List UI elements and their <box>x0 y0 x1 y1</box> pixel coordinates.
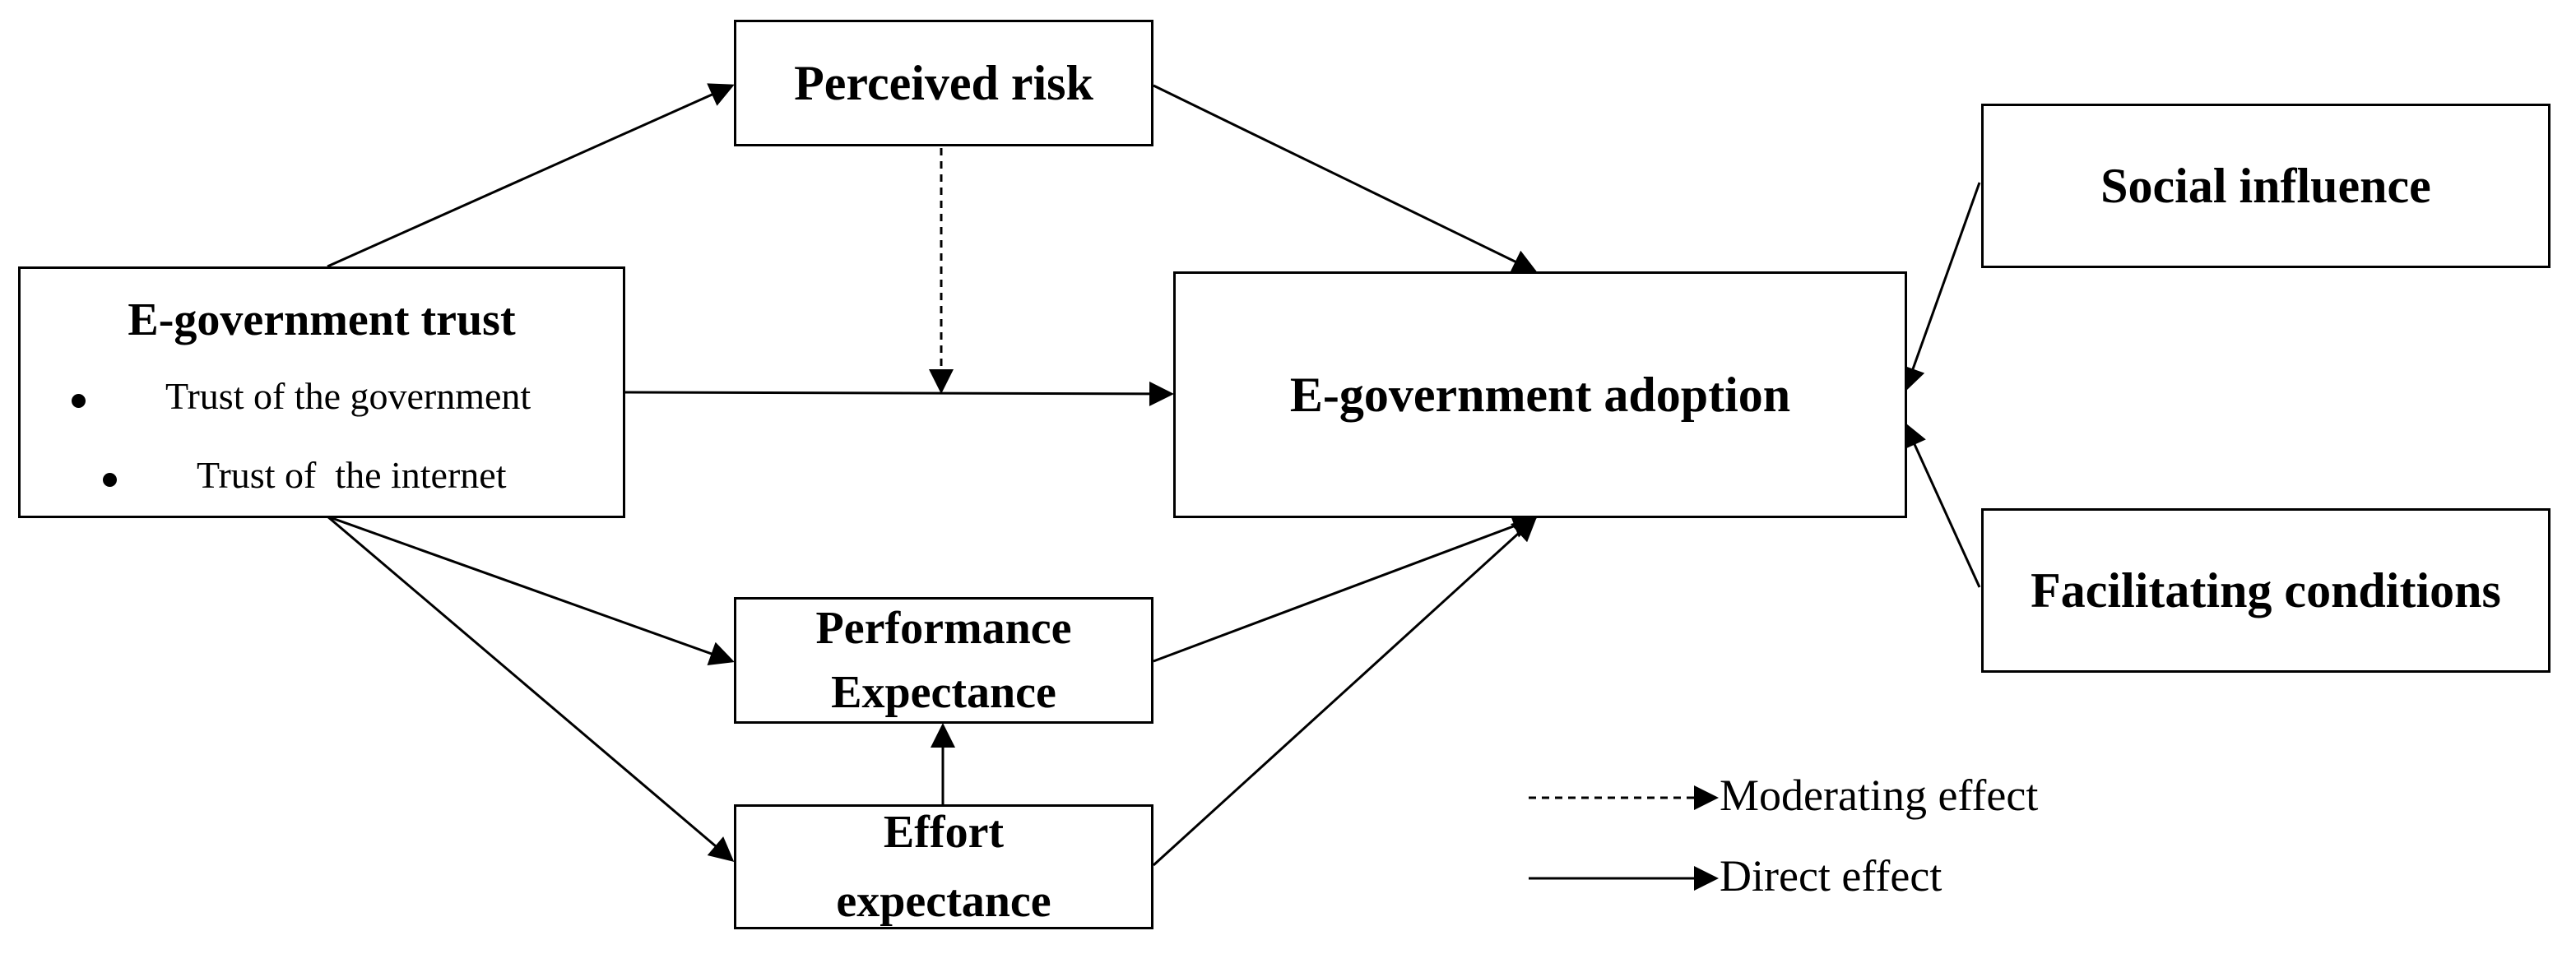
arrow-performance-expectance-to-adoption <box>1153 514 1538 663</box>
social-influence-box: Social influence <box>1981 104 2550 268</box>
arrow-facilitating-conditions-to-adoption <box>1903 422 1981 588</box>
perceived-risk-box: Perceived risk <box>734 20 1153 146</box>
egov-trust-item-internet: Trust of the internet <box>21 453 623 502</box>
legend-direct-label: Direct effect <box>1720 851 1942 901</box>
egov-trust-box: E-government trust Trust of the governme… <box>18 266 625 518</box>
arrow-trust-to-perceived-risk <box>327 83 735 268</box>
effort-expectance-line1: Effort <box>883 806 1005 858</box>
social-influence-label: Social influence <box>2100 159 2431 213</box>
egov-adoption-label: E-government adoption <box>1289 368 1791 422</box>
trust-government-text: Trust of the government <box>165 375 531 417</box>
perceived-risk-label: Perceived risk <box>794 56 1093 110</box>
performance-expectance-line2: Expectance <box>831 667 1056 718</box>
bullet-icon <box>72 394 86 408</box>
bullet-icon <box>103 473 117 487</box>
trust-internet-text: Trust of the internet <box>197 454 507 496</box>
arrow-trust-to-performance-expectance <box>327 515 735 666</box>
arrow-effort-expectance-to-adoption <box>1152 516 1538 867</box>
facilitating-conditions-box: Facilitating conditions <box>1981 508 2550 673</box>
arrow-perceived-risk-to-adoption <box>1153 84 1538 273</box>
arrow-social-influence-to-adoption <box>1901 182 1981 392</box>
legend-moderating-label: Moderating effect <box>1720 771 2039 820</box>
effort-expectance-box: Effort expectance <box>734 804 1153 929</box>
effort-expectance-line2: expectance <box>836 876 1051 927</box>
arrow-trust-to-effort-expectance <box>327 515 735 862</box>
performance-expectance-box: Performance Expectance <box>734 597 1153 724</box>
performance-expectance-line1: Performance <box>815 602 1072 654</box>
egov-trust-item-government: Trust of the government <box>21 374 623 424</box>
facilitating-conditions-label: Facilitating conditions <box>2031 563 2501 618</box>
arrow-trust-to-adoption <box>623 381 1174 406</box>
egov-adoption-box: E-government adoption <box>1173 271 1907 518</box>
egov-trust-title: E-government trust <box>128 294 516 345</box>
